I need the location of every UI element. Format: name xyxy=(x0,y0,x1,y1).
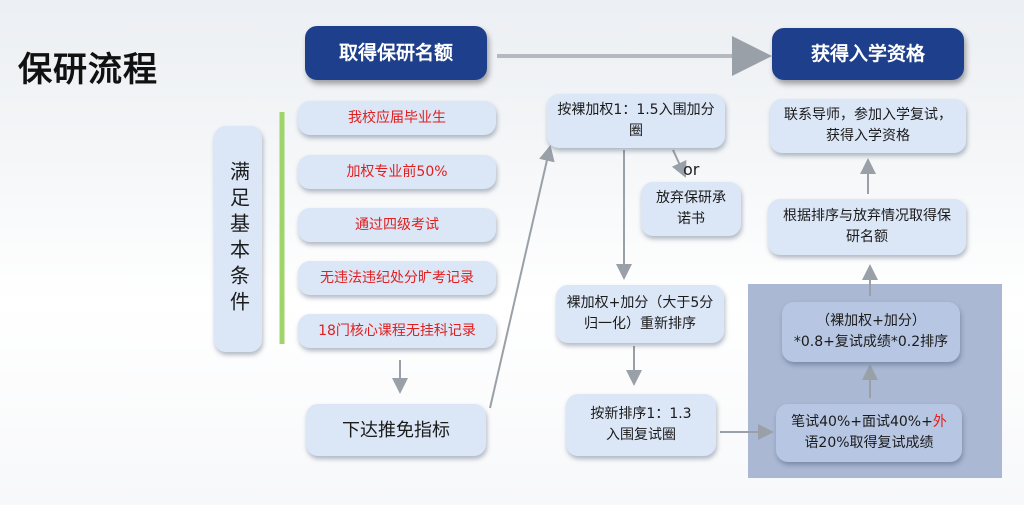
node-contact: 联系导师，参加入学复试，获得入学资格 xyxy=(770,99,966,153)
condition-item: 18门核心课程无挂科记录 xyxy=(298,314,496,348)
node-quota-by-rank: 根据排序与放弃情况取得保研名额 xyxy=(768,199,966,255)
page-title: 保研流程 xyxy=(18,50,158,90)
node-get-admission: 获得入学资格 xyxy=(772,28,964,80)
conditions-label-text: 满足基本条件 xyxy=(226,161,251,317)
node-final-rank: （裸加权+加分）*0.8+复试成绩*0.2排序 xyxy=(782,302,960,362)
node-conditions-label: 满足基本条件 xyxy=(214,126,262,352)
condition-item: 通过四级考试 xyxy=(298,208,496,242)
condition-item: 加权专业前50% xyxy=(298,155,496,189)
node-give-up: 放弃保研承诺书 xyxy=(641,182,741,236)
node-retest-score: 笔试40%+面试40%+外 语20%取得复试成绩 xyxy=(776,404,962,462)
condition-item: 无违法违纪处分旷考记录 xyxy=(298,261,496,295)
arrow-issue-to-bonus xyxy=(489,145,555,409)
node-issue-quota: 下达推免指标 xyxy=(306,404,486,456)
or-label: or xyxy=(683,160,700,179)
node-retest-circle: 按新排序1：1.3入围复试圈 xyxy=(566,394,716,456)
retest-score-line2: 语20%取得复试成绩 xyxy=(804,435,934,451)
node-bonus-circle: 按裸加权1：1.5入围加分圈 xyxy=(547,94,725,148)
condition-item: 我校应届毕业生 xyxy=(298,101,496,135)
retest-score-accent: 外 xyxy=(932,414,947,430)
retest-score-line1: 笔试40%+面试40%+ xyxy=(791,414,933,430)
node-rerank: 裸加权+加分（大于5分归一化）重新排序 xyxy=(556,285,724,343)
arrow-bonus-to-giveup xyxy=(671,149,687,178)
node-get-quota: 取得保研名额 xyxy=(305,26,487,80)
